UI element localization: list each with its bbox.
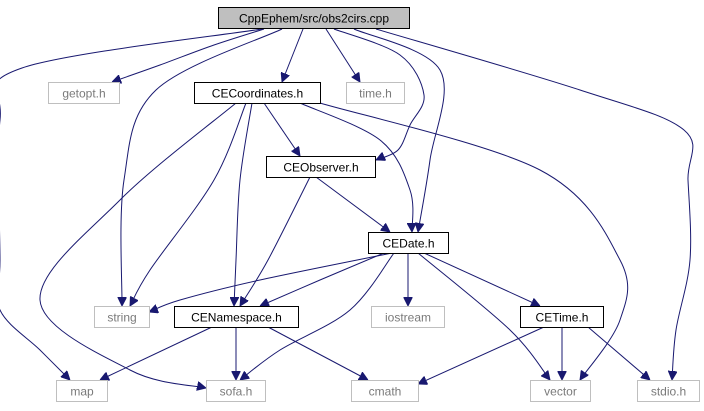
edge-cedate-to-cetime bbox=[423, 252, 540, 306]
edge-cedate-to-sofa bbox=[240, 252, 395, 380]
edge-root-to-cecoord bbox=[282, 28, 304, 82]
edge-root-to-cedate bbox=[353, 28, 445, 232]
edge-cens-to-cmath bbox=[267, 326, 368, 380]
node-map[interactable]: map bbox=[56, 380, 108, 402]
edge-cedate-to-cens bbox=[260, 252, 385, 306]
edge-cecoord-to-string bbox=[130, 102, 247, 306]
node-time-label: time.h bbox=[359, 87, 392, 101]
edge-ceobs-to-cens bbox=[240, 176, 311, 306]
edge-cetime-to-stdio bbox=[587, 326, 650, 380]
edge-cetime-to-cmath bbox=[418, 326, 545, 384]
node-iostream-label: iostream bbox=[385, 311, 431, 325]
edge-cecoord-to-cens bbox=[234, 102, 253, 306]
node-vector[interactable]: vector bbox=[530, 380, 591, 402]
node-getopt-label: getopt.h bbox=[62, 87, 105, 101]
node-cetime-label: CETime.h bbox=[536, 311, 589, 325]
edge-root-to-map bbox=[0, 28, 263, 380]
edge-cecoord-to-sofa bbox=[39, 102, 237, 388]
node-cetime[interactable]: CETime.h bbox=[520, 306, 604, 328]
node-string-label: string bbox=[107, 311, 136, 325]
node-root[interactable]: CppEphem/src/obs2cirs.cpp bbox=[218, 7, 410, 29]
node-getopt[interactable]: getopt.h bbox=[48, 82, 120, 104]
node-cedate[interactable]: CEDate.h bbox=[368, 232, 449, 254]
edges-layer bbox=[0, 28, 694, 388]
node-iostream[interactable]: iostream bbox=[371, 306, 445, 328]
edge-cens-to-map bbox=[100, 326, 213, 380]
node-sofa[interactable]: sofa.h bbox=[206, 380, 266, 402]
edge-cedate-to-string bbox=[149, 252, 393, 312]
node-cmath-label: cmath bbox=[369, 385, 402, 399]
edge-root-to-time bbox=[325, 28, 360, 82]
edge-root-to-getopt bbox=[112, 28, 265, 82]
edge-cecoord-to-ceobs bbox=[263, 102, 300, 156]
edge-root-to-stdio bbox=[375, 28, 694, 380]
node-vector-label: vector bbox=[544, 385, 577, 399]
edge-ceobs-to-cedate bbox=[315, 176, 390, 232]
edge-root-to-ceobs bbox=[333, 28, 425, 160]
node-cmath[interactable]: cmath bbox=[351, 380, 419, 402]
nodes-layer: CppEphem/src/obs2cirs.cpp getopt.h CECoo… bbox=[48, 7, 700, 402]
node-map-label: map bbox=[70, 385, 94, 399]
edge-cecoord-to-cedate bbox=[299, 102, 413, 232]
node-cecoordinates-label: CECoordinates.h bbox=[212, 87, 303, 101]
node-root-label: CppEphem/src/obs2cirs.cpp bbox=[239, 12, 389, 26]
edge-cecoord-to-vector bbox=[319, 102, 629, 380]
node-cecoordinates[interactable]: CECoordinates.h bbox=[194, 82, 321, 104]
edge-root-to-string bbox=[121, 28, 283, 306]
node-sofa-label: sofa.h bbox=[220, 385, 253, 399]
edge-cedate-to-vector bbox=[417, 252, 550, 380]
node-string[interactable]: string bbox=[94, 306, 150, 328]
node-cenamespace[interactable]: CENamespace.h bbox=[174, 306, 299, 328]
node-stdio-label: stdio.h bbox=[651, 385, 686, 399]
node-ceobserver[interactable]: CEObserver.h bbox=[266, 156, 376, 178]
node-time[interactable]: time.h bbox=[346, 82, 405, 104]
node-ceobserver-label: CEObserver.h bbox=[283, 161, 358, 175]
node-cenamespace-label: CENamespace.h bbox=[191, 311, 282, 325]
node-cedate-label: CEDate.h bbox=[382, 237, 434, 251]
node-stdio[interactable]: stdio.h bbox=[637, 380, 700, 402]
